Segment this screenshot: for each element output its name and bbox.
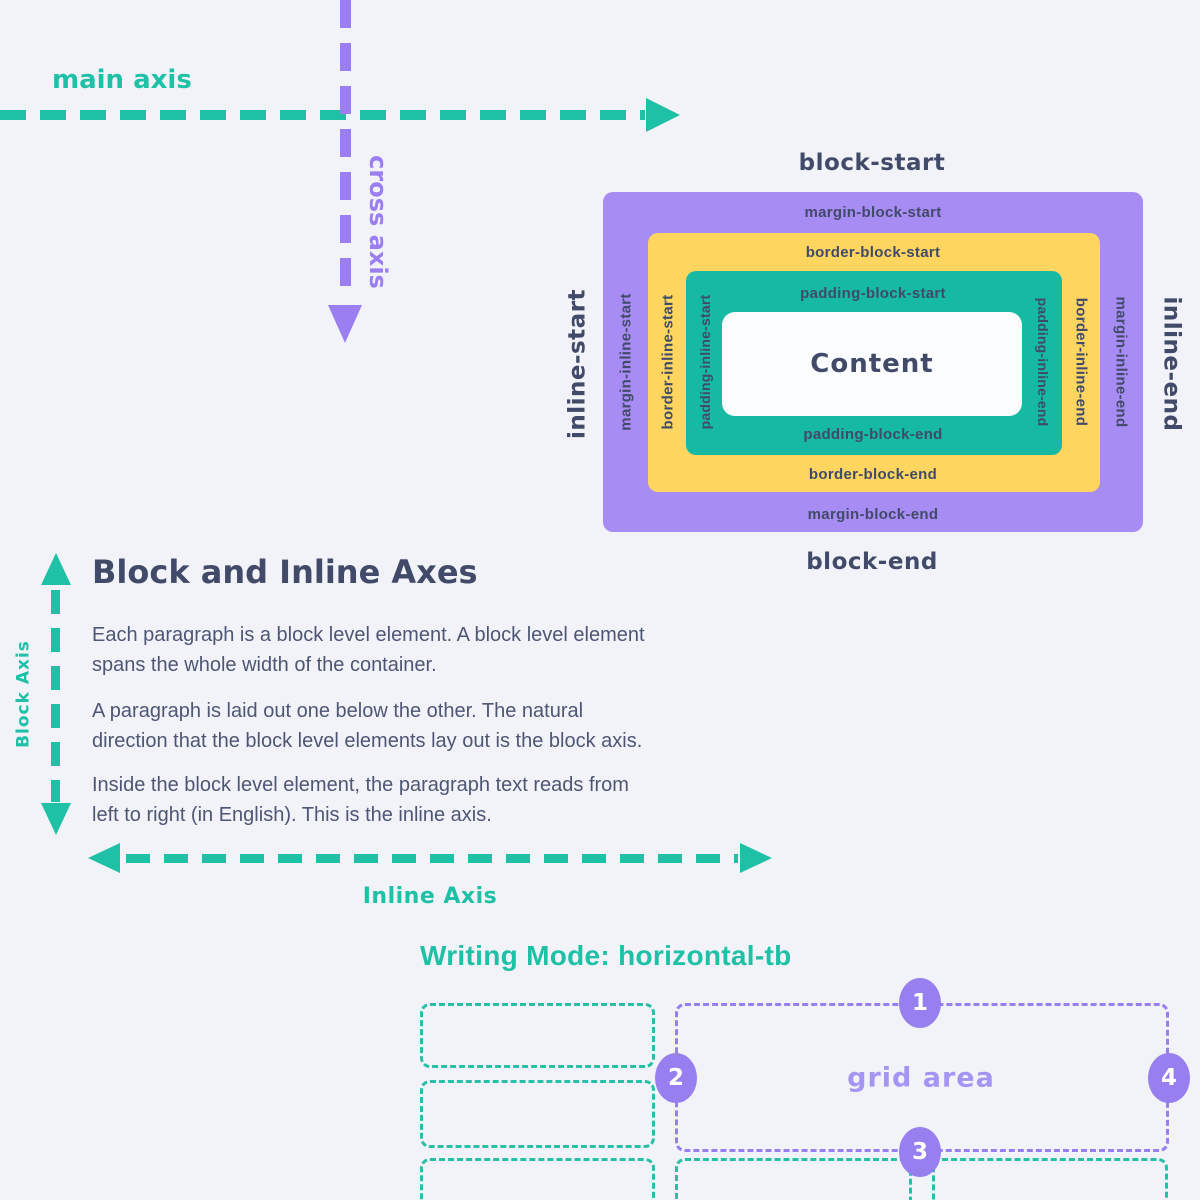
grid-line-marker-1: 1 [899, 978, 941, 1028]
content-label: Content [810, 349, 934, 379]
grid-cell-bottom-right [932, 1158, 1168, 1200]
grid-line-marker-2: 2 [655, 1053, 697, 1103]
block-item-2 [420, 1080, 655, 1148]
paragraph-2-line-2: direction that the block level elements … [92, 730, 643, 752]
paragraph-3: Inside the block level element, the para… [92, 770, 812, 830]
inline-axis-line [126, 854, 738, 863]
border-block-start-label: border-block-start [805, 244, 941, 261]
writing-mode-heading: Writing Mode: horizontal-tb [420, 940, 792, 971]
padding-inline-start-label: padding-inline-start [697, 294, 713, 430]
margin-inline-start-label: margin-inline-start [617, 293, 635, 431]
block-item-3 [420, 1158, 655, 1200]
block-axis-line [51, 590, 60, 802]
margin-block-start-label: margin-block-start [804, 204, 942, 221]
inline-axis-right-arrowhead-icon [740, 843, 772, 873]
paragraph-1-line-1: Each paragraph is a block level element.… [92, 624, 645, 646]
cross-axis-label: cross axis [364, 155, 392, 289]
main-axis-line [0, 110, 645, 120]
padding-block-start-label: padding-block-start [800, 285, 946, 302]
border-inline-start-label: border-inline-start [659, 294, 677, 430]
block-item-1 [420, 1003, 655, 1068]
block-start-label: block-start [798, 150, 946, 176]
padding-block-end-label: padding-block-end [803, 426, 943, 443]
border-block-end-label: border-block-end [808, 466, 938, 483]
margin-block-end-label: margin-block-end [807, 506, 939, 523]
grid-line-marker-3: 3 [899, 1127, 941, 1177]
block-end-label: block-end [806, 549, 938, 575]
content-box [722, 312, 1022, 416]
paragraph-2-line-1: A paragraph is laid out one below the ot… [92, 700, 584, 722]
grid-line-marker-1-number: 1 [911, 990, 928, 1016]
block-axis-down-arrowhead-icon [41, 803, 71, 835]
grid-cell-bottom-left [675, 1158, 912, 1200]
paragraph-3-line-2: left to right (in English). This is the … [92, 804, 492, 826]
grid-line-marker-3-number: 3 [911, 1139, 928, 1165]
block-axis-label: Block Axis [13, 640, 34, 748]
grid-line-marker-4-number: 4 [1160, 1065, 1177, 1091]
margin-inline-end-label: margin-inline-end [1112, 296, 1130, 428]
cross-axis-arrowhead-icon [328, 305, 362, 343]
inline-start-label: inline-start [564, 288, 591, 440]
inline-end-label: inline-end [1158, 296, 1185, 432]
inline-axis-label: Inline Axis [362, 884, 498, 909]
paragraph-2: A paragraph is laid out one below the ot… [92, 696, 812, 756]
inline-axis-left-arrowhead-icon [88, 843, 120, 873]
padding-inline-end-label: padding-inline-end [1035, 297, 1051, 427]
paragraph-3-line-1: Inside the block level element, the para… [92, 774, 629, 796]
cross-axis-line [340, 0, 351, 300]
main-axis-label: main axis [52, 65, 192, 95]
grid-area-label: grid area [847, 1062, 995, 1094]
paragraph-1: Each paragraph is a block level element.… [92, 620, 812, 680]
grid-line-marker-4: 4 [1148, 1053, 1190, 1103]
section-heading: Block and Inline Axes [92, 553, 478, 591]
paragraph-1-line-2: spans the whole width of the container. [92, 654, 437, 676]
border-inline-end-label: border-inline-end [1072, 297, 1090, 427]
block-axis-up-arrowhead-icon [41, 553, 71, 585]
main-axis-arrowhead-icon [646, 98, 680, 132]
grid-line-marker-2-number: 2 [667, 1065, 684, 1091]
